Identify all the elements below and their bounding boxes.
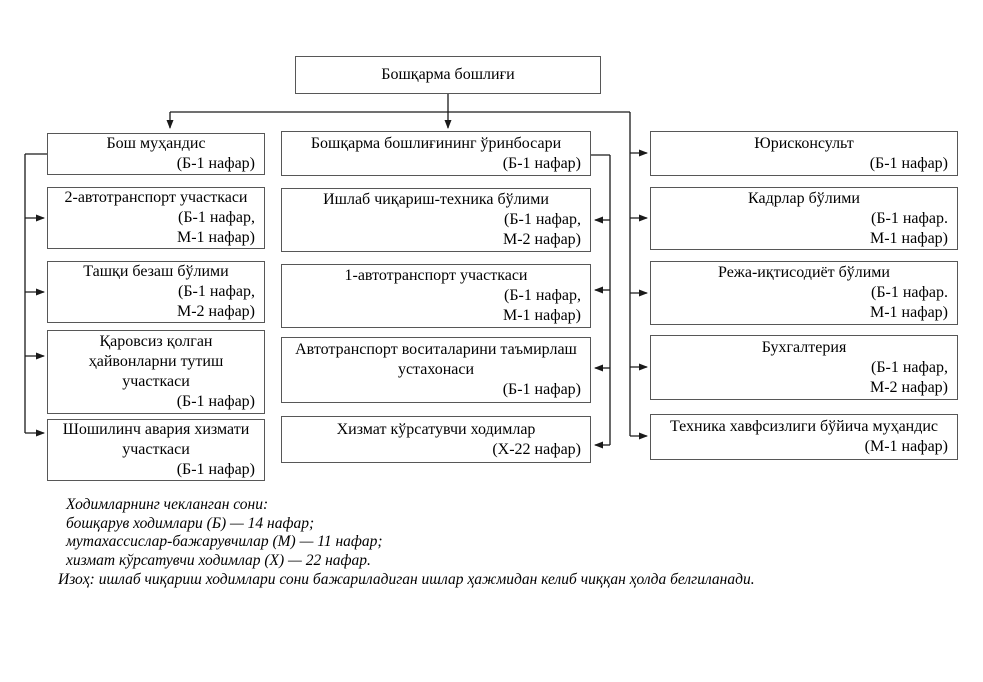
node-title: Автотранспорт воситаларини таъмирлаш уст… <box>295 341 577 378</box>
node-accounting: Бухгалтерия (Б-1 нафар, М-2 нафар) <box>650 335 958 400</box>
node-staff-count: (Х-22 нафар) <box>492 440 581 458</box>
node-title: Қаровсиз қолган ҳайвонларни тутиш участк… <box>88 333 224 390</box>
node-title: Ишлаб чиқариш-техника бўлими <box>323 191 549 208</box>
note-line: мутахассислар-бажарувчилар (М) — 11 нафа… <box>66 533 383 550</box>
node-staff-count: (Б-1 нафар, М-2 нафар) <box>502 211 581 248</box>
node-title: Хизмат кўрсатувчи ходимлар <box>336 420 536 438</box>
node-staff-count: (Б-1 нафар, М-1 нафар) <box>176 209 255 246</box>
node-title: Техника хавфсизлиги бўйича муҳандис <box>669 418 939 435</box>
node-staff-count: (Б-1 нафар, М-2 нафар) <box>869 358 948 396</box>
node-title: 2-автотранспорт участкаси <box>64 189 248 206</box>
node-title: Кадрлар бўлими <box>748 189 860 207</box>
node-staff-count: (Б-1 нафар, М-2 нафар) <box>176 283 255 320</box>
node-department-head: Бошқарма бошлиғи <box>295 56 601 94</box>
node-title: Шошилинч авария хизмати участкаси <box>62 421 250 458</box>
node-staff-count: (Б-1 нафар) <box>502 154 581 172</box>
node-title: Юрисконсульт <box>754 134 854 152</box>
node-deputy-head: Бошқарма бошлиғининг ўринбосари (Б-1 наф… <box>281 131 591 176</box>
node-title: Бошқарма бошлиғи <box>381 66 515 83</box>
node-staff-count: (Б-1 нафар) <box>176 155 255 172</box>
node-emergency-service: Шошилинч авария хизмати участкаси (Б-1 н… <box>47 419 265 481</box>
node-title: Режа-иқтисодиёт бўлими <box>718 264 890 281</box>
node-staff-count: (Б-1 нафар) <box>176 461 255 478</box>
node-staff-count: (Б-1 нафар) <box>176 393 255 410</box>
node-service-staff: Хизмат кўрсатувчи ходимлар (Х-22 нафар) <box>281 416 591 463</box>
node-staff-count: (Б-1 нафар) <box>502 381 581 398</box>
node-hr-department: Кадрлар бўлими (Б-1 нафар. М-1 нафар) <box>650 187 958 250</box>
node-staff-count: (Б-1 нафар. М-1 нафар) <box>869 209 948 247</box>
node-title: 1-автотранспорт участкаси <box>344 267 528 284</box>
node-transport-section-2: 2-автотранспорт участкаси (Б-1 нафар, М-… <box>47 187 265 249</box>
node-planning-economics: Режа-иқтисодиёт бўлими (Б-1 нафар. М-1 н… <box>650 261 958 325</box>
note-line: бошқарув ходимлари (Б) — 14 нафар; <box>66 514 315 532</box>
node-staff-count: (Б-1 нафар) <box>869 154 948 172</box>
footnote: Изоҳ: ишлаб чиқариш ходимлари сони бажар… <box>58 571 755 588</box>
staff-limits-note: Ходимларнинг чекланган сони: бошқарув хо… <box>58 496 946 590</box>
node-stray-animals-section: Қаровсиз қолган ҳайвонларни тутиш участк… <box>47 330 265 414</box>
node-transport-section-1: 1-автотранспорт участкаси (Б-1 нафар, М-… <box>281 264 591 328</box>
node-title: Бухгалтерия <box>761 338 847 356</box>
node-safety-engineer: Техника хавфсизлиги бўйича муҳандис (М-1… <box>650 414 958 460</box>
note-line: Ходимларнинг чекланган сони: <box>66 496 269 513</box>
node-staff-count: (М-1 нафар) <box>864 438 948 455</box>
node-staff-count: (Б-1 нафар, М-1 нафар) <box>502 287 581 324</box>
note-line: хизмат кўрсатувчи ходимлар (Х) — 22 нафа… <box>66 551 371 569</box>
node-title: Бош муҳандис <box>106 135 206 152</box>
node-production-technical: Ишлаб чиқариш-техника бўлими (Б-1 нафар,… <box>281 188 591 252</box>
node-exterior-decoration: Ташқи безаш бўлими (Б-1 нафар, М-2 нафар… <box>47 261 265 323</box>
node-staff-count: (Б-1 нафар. М-1 нафар) <box>869 284 948 321</box>
node-chief-engineer: Бош муҳандис (Б-1 нафар) <box>47 133 265 175</box>
node-title: Ташқи безаш бўлими <box>83 263 229 280</box>
node-title: Бошқарма бошлиғининг ўринбосари <box>310 134 562 152</box>
node-legal-counsel: Юрисконсульт (Б-1 нафар) <box>650 131 958 176</box>
node-vehicle-repair-workshop: Автотранспорт воситаларини таъмирлаш уст… <box>281 337 591 403</box>
